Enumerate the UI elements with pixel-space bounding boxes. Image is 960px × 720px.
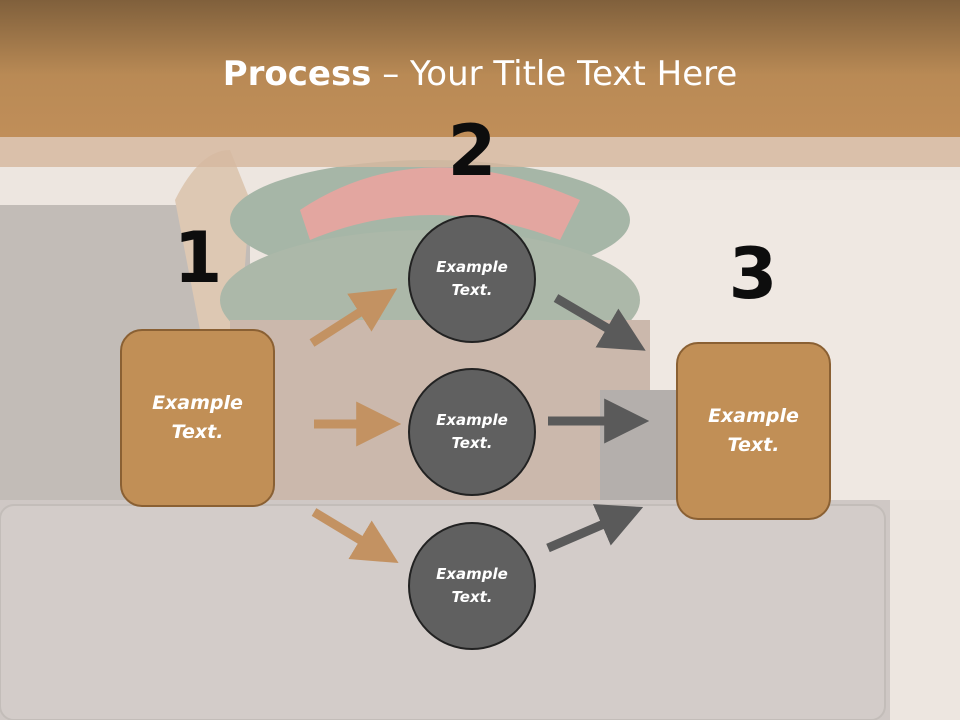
title-bar xyxy=(0,0,960,137)
step-1-number: 1 xyxy=(173,217,223,299)
step-3-box: Example Text. xyxy=(676,342,831,520)
slide-title: Process – Your Title Text Here xyxy=(0,52,960,96)
arrow-1-to-top xyxy=(309,288,398,347)
step-2-circle-bottom-text: Example Text. xyxy=(436,565,508,606)
step-2-circle-top-text: Example Text. xyxy=(436,258,508,299)
step-1-text: Example Text. xyxy=(152,392,243,443)
arrow-bottom-to-3 xyxy=(546,504,644,553)
step-1-box: Example Text. xyxy=(120,329,275,507)
step-2-number: 2 xyxy=(447,110,497,192)
title-rest: – Your Title Text Here xyxy=(371,54,738,94)
step-2-circle-middle-text: Example Text. xyxy=(436,411,508,452)
title-bold: Process xyxy=(222,54,372,94)
step-3-text: Example Text. xyxy=(708,405,799,456)
arrow-1-to-bottom xyxy=(311,508,399,564)
step-2-circle-middle: Example Text. xyxy=(408,368,536,496)
step-2-circle-bottom: Example Text. xyxy=(408,522,536,650)
arrow-top-to-3 xyxy=(553,294,646,351)
title-strip xyxy=(0,137,960,167)
step-2-circle-top: Example Text. xyxy=(408,215,536,343)
step-3-number: 3 xyxy=(728,233,778,315)
